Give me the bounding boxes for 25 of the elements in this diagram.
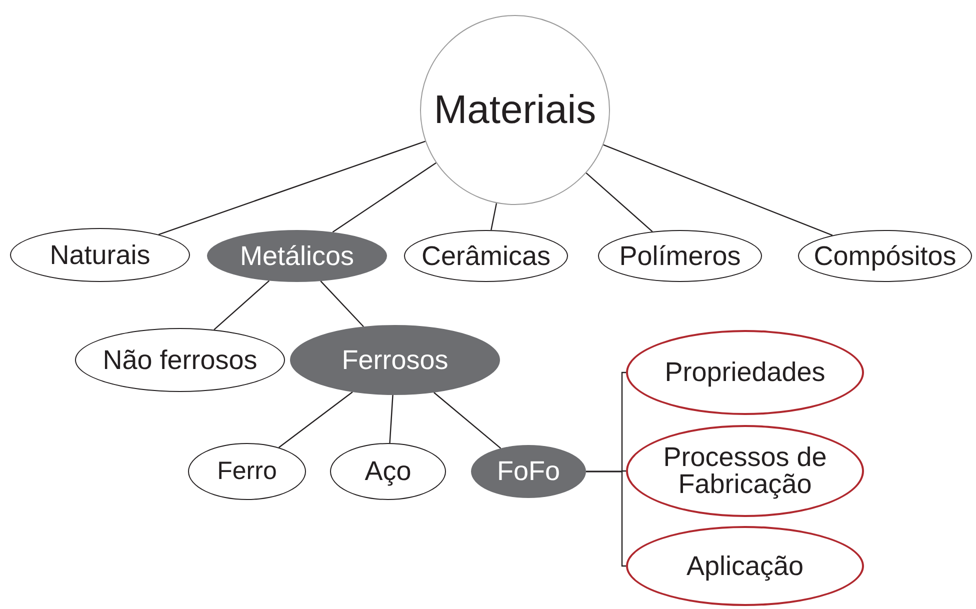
connector-line — [490, 203, 498, 230]
node-label: Aplicação — [685, 552, 805, 580]
node-label: Não ferrosos — [102, 346, 258, 374]
node-label: Polímeros — [618, 242, 742, 270]
connector-line — [320, 280, 364, 328]
connector-line — [158, 140, 426, 236]
connector-line — [389, 394, 394, 444]
connector-line — [332, 162, 436, 233]
node-label: Ferrosos — [340, 346, 450, 374]
node-label: Cerâmicas — [420, 242, 552, 270]
node-label: FoFo — [496, 458, 562, 485]
node-label: Compósitos — [812, 242, 958, 270]
connector-line — [278, 392, 353, 448]
node-label: Materiais — [432, 90, 598, 130]
connector-line — [214, 280, 270, 330]
node-label: Ferro — [216, 459, 278, 484]
connector-line — [434, 392, 502, 449]
connector-line — [603, 144, 833, 236]
node-label: Naturais — [48, 242, 152, 268]
node-label: Processos de Fabricação — [662, 444, 828, 498]
node-label: Propriedades — [664, 359, 826, 386]
node-label: Aço — [364, 458, 412, 485]
connector-line — [586, 172, 653, 232]
node-label: Metálicos — [238, 242, 356, 270]
connector-line — [586, 470, 626, 567]
